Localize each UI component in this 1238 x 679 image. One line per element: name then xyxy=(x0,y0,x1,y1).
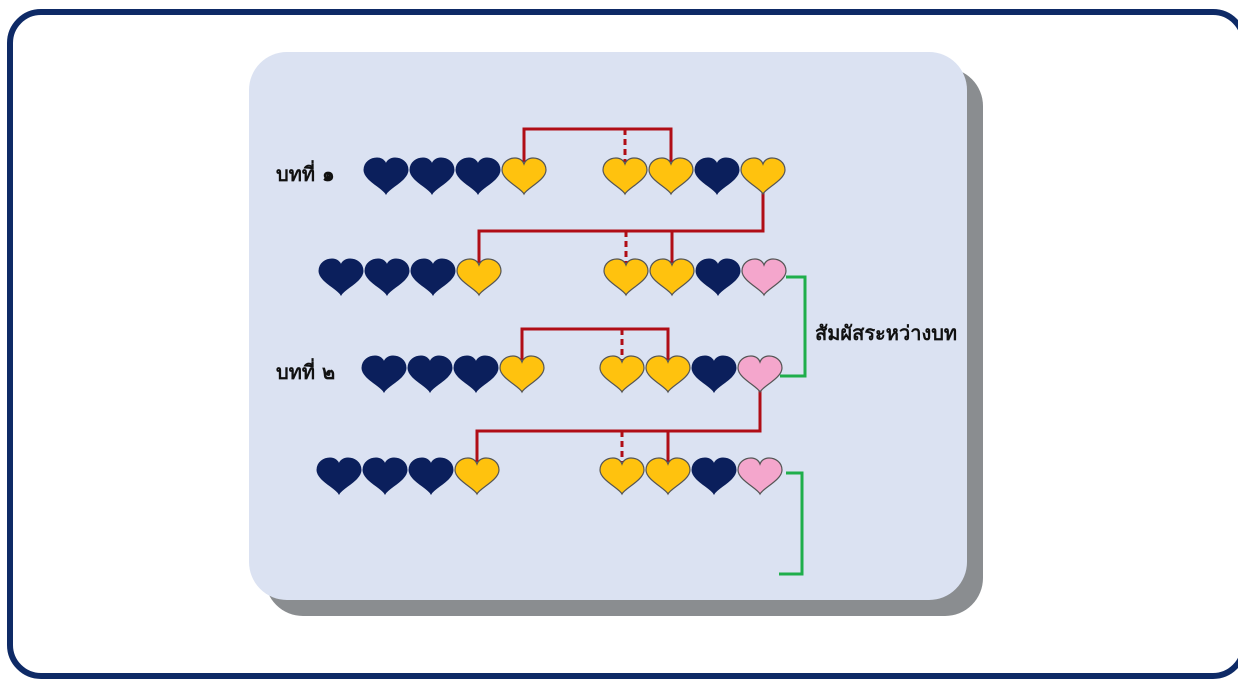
rhyme-bracket-row3 xyxy=(520,327,670,360)
inter-stanza-bracket-1 xyxy=(780,275,807,378)
heart-icon-gold xyxy=(603,258,649,297)
heart-icon-navy xyxy=(691,457,737,496)
heart-icon-navy xyxy=(691,355,737,394)
heart-icon-navy xyxy=(408,457,454,496)
heart-icon-pink xyxy=(741,258,787,297)
heart-icon-navy xyxy=(361,355,407,394)
stanza-2-label: บทที่ ๒ xyxy=(276,360,336,384)
heart-icon-gold xyxy=(648,157,694,196)
heart-icon-navy xyxy=(410,258,456,297)
heart-icon-navy xyxy=(409,157,455,196)
inter-stanza-rhyme-label: สัมผัสระหว่างบท xyxy=(815,321,958,345)
heart-icon-gold xyxy=(599,355,645,394)
heart-icon-pink xyxy=(737,457,783,496)
rhyme-link-row1-row2 xyxy=(477,188,765,263)
heart-icon-gold xyxy=(456,258,502,297)
heart-icon-gold xyxy=(649,258,695,297)
heart-icon-navy xyxy=(316,457,362,496)
heart-icon-navy xyxy=(407,355,453,394)
rhyme-link-row3-row4 xyxy=(475,386,762,462)
heart-icon-gold xyxy=(599,457,645,496)
heart-icon-navy xyxy=(364,258,410,297)
heart-icon-gold xyxy=(645,457,691,496)
heart-icon-gold xyxy=(501,157,547,196)
heart-icon-navy xyxy=(695,258,741,297)
heart-icon-navy xyxy=(453,355,499,394)
stanza-1-label: บทที่ ๑ xyxy=(276,162,335,186)
heart-icon-navy xyxy=(694,157,740,196)
diagram-panel xyxy=(249,52,967,600)
heart-icon-gold xyxy=(499,355,545,394)
heart-icon-gold xyxy=(454,457,500,496)
heart-icon-pink xyxy=(737,355,783,394)
heart-icon-navy xyxy=(318,258,364,297)
inter-stanza-bracket-2 xyxy=(779,471,804,576)
rhyme-diagram xyxy=(316,127,807,576)
heart-icon-navy xyxy=(455,157,501,196)
heart-icon-gold xyxy=(645,355,691,394)
heart-icon-gold xyxy=(740,157,786,196)
heart-icon-gold xyxy=(602,157,648,196)
rhyme-bracket-row1 xyxy=(522,127,673,162)
heart-icon-navy xyxy=(363,157,409,196)
heart-icon-navy xyxy=(362,457,408,496)
